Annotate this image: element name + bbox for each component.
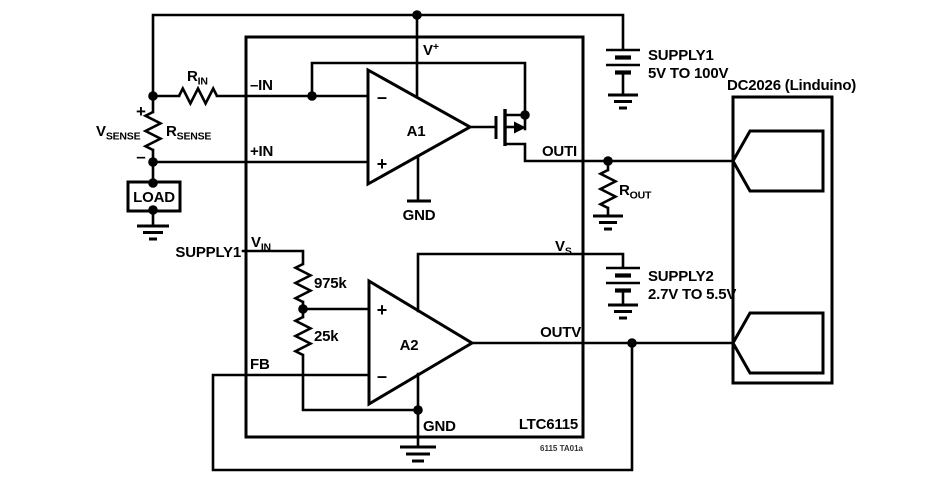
resistor-25k-label: 25k <box>314 328 339 345</box>
wire-vs-to-supply2 <box>416 252 625 313</box>
supply2-range: 2.7V TO 5.5V <box>648 286 736 303</box>
junction-dot <box>412 10 422 20</box>
pin-fb: FB <box>250 356 270 373</box>
ltc6115-ic-body <box>244 35 585 439</box>
linduino-connector-outi <box>731 129 825 193</box>
pin-v-plus: V+ <box>423 41 439 59</box>
resistor-25k <box>292 315 314 357</box>
resistor-r-sense <box>142 110 164 152</box>
a2-name: A2 <box>400 337 419 354</box>
resistor-r-in <box>177 85 219 107</box>
ground-load <box>137 224 169 241</box>
a1-noninverting-sign: + <box>377 154 388 174</box>
pin-gnd-a1: GND <box>403 207 436 224</box>
pin-outv: OUTV <box>540 324 581 341</box>
supply2-name: SUPPLY2 <box>648 268 714 285</box>
junction-dot <box>298 304 308 314</box>
resistor-975k <box>292 262 314 304</box>
pin-v-in: VIN <box>251 234 271 254</box>
wire-25k-to-gnd <box>301 353 420 412</box>
supply1-range: 5V TO 100V <box>648 65 728 82</box>
r-sense-label: RSENSE <box>166 123 211 143</box>
junction-dot <box>603 156 613 166</box>
mosfet-arrow <box>514 121 526 134</box>
v-sense-minus-sign: – <box>136 147 145 166</box>
ground-rout <box>593 214 623 231</box>
wire-supply1-top-feed <box>151 13 625 98</box>
linduino-board <box>731 95 834 385</box>
supply1-name: SUPPLY1 <box>648 47 714 64</box>
junction-dot <box>307 91 317 101</box>
pin-neg-in: –IN <box>250 77 273 94</box>
linduino-connector-outv <box>731 311 825 375</box>
resistor-r-out <box>597 168 619 210</box>
wire-outi <box>503 142 735 163</box>
battery-supply1 <box>606 48 640 110</box>
junction-dot <box>148 157 158 167</box>
wire-fb-loop <box>211 341 634 472</box>
v-sense-plus-sign: + <box>136 102 146 121</box>
pin-gnd-a2: GND <box>423 418 456 435</box>
a2-inverting-sign: – <box>377 366 387 386</box>
wire-negin-to-fet-source <box>310 61 527 117</box>
junction-dot <box>627 338 637 348</box>
pin-outi: OUTI <box>542 143 577 160</box>
pin-v-s: VS <box>555 238 572 258</box>
opamp-a1 <box>366 67 474 187</box>
supply1-feed-label: SUPPLY1 <box>175 244 241 261</box>
linduino-label: DC2026 (Linduino) <box>727 77 856 94</box>
v-sense-label: VSENSE <box>96 123 141 143</box>
junction-dot <box>413 405 423 415</box>
r-out-label: ROUT <box>619 182 652 202</box>
r-in-label: RIN <box>187 68 208 88</box>
pin-pos-in: +IN <box>250 143 273 160</box>
junction-dot <box>148 91 158 101</box>
ic-part-number: LTC6115 <box>519 416 578 433</box>
a1-name: A1 <box>407 123 426 140</box>
junction-dot <box>148 178 158 188</box>
a1-inverting-sign: – <box>377 87 387 107</box>
battery-supply2 <box>606 266 640 320</box>
figure-id: 6115 TA01a <box>540 444 584 453</box>
junction-dot <box>520 110 530 120</box>
load-label: LOAD <box>133 189 175 206</box>
opamp-a2 <box>367 278 475 407</box>
mosfet-output-transistor <box>494 109 527 146</box>
junction-dot <box>148 205 158 215</box>
resistor-975k-label: 975k <box>314 275 347 292</box>
wire-vin-feed <box>241 249 305 266</box>
a2-noninverting-sign: + <box>377 300 388 320</box>
ground-a2 <box>400 445 436 463</box>
